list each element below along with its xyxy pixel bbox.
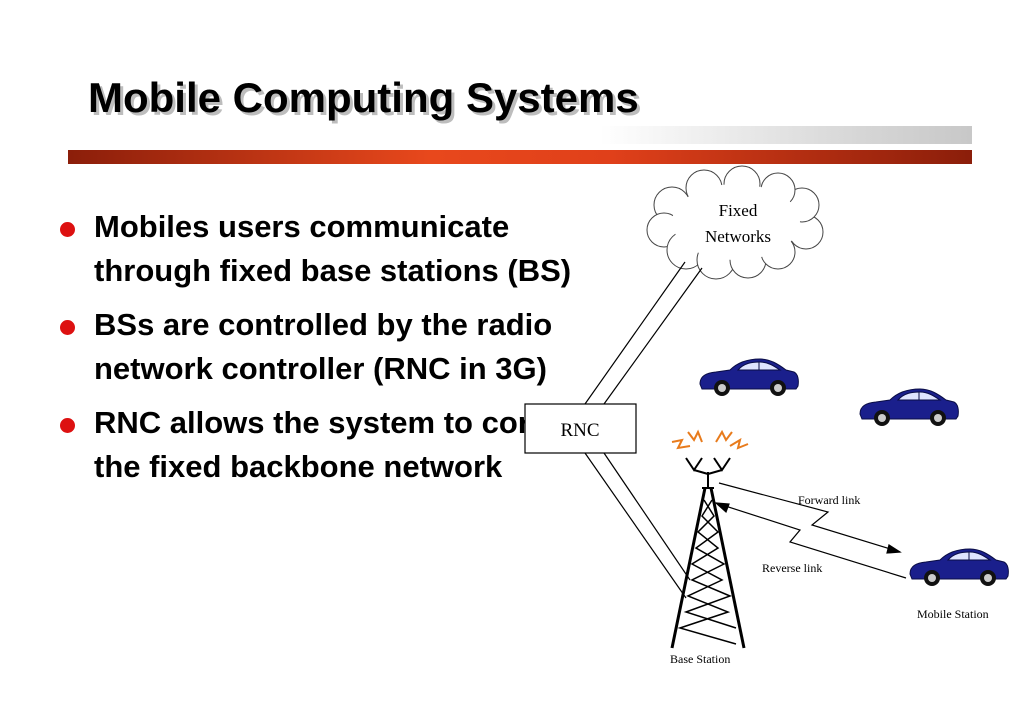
slide-title: Mobile Computing Systems <box>88 74 639 121</box>
title-shadow-fade <box>600 126 972 144</box>
bullet-text: RNC allows the system to contact the fix… <box>94 405 592 484</box>
antenna-signal-icon <box>671 429 749 450</box>
cloud-label-line2: Networks <box>705 227 771 246</box>
bullet-text: Mobiles users communicate through fixed … <box>94 209 572 288</box>
cloud-label-line1: Fixed <box>719 201 758 220</box>
mobile-station-label: Mobile Station <box>917 607 989 621</box>
base-station-tower-icon <box>670 457 746 649</box>
bullet-list: Mobiles users communicate through fixed … <box>58 205 598 499</box>
bullet-dot-icon <box>60 222 75 237</box>
bullet-item: Mobiles users communicate through fixed … <box>58 205 598 293</box>
fixed-networks-cloud: Fixed Networks <box>646 165 824 280</box>
mobile-station-car-icon <box>909 548 1009 587</box>
bullet-text: BSs are controlled by the radio network … <box>94 307 553 386</box>
bullet-dot-icon <box>60 320 75 335</box>
rnc-label: RNC <box>560 420 599 441</box>
reverse-link-label: Reverse link <box>762 561 822 575</box>
car-icon <box>699 358 799 397</box>
bullet-item: BSs are controlled by the radio network … <box>58 303 598 391</box>
base-station-label: Base Station <box>670 652 730 666</box>
car-icon <box>859 388 959 427</box>
bullet-dot-icon <box>60 418 75 433</box>
forward-link-label: Forward link <box>798 493 860 507</box>
radio-link-arrows <box>714 482 907 579</box>
backbone-links <box>584 261 703 599</box>
bullet-item: RNC allows the system to contact the fix… <box>58 401 598 489</box>
title-underline-bar <box>68 150 972 164</box>
rnc-box: RNC <box>524 403 637 454</box>
